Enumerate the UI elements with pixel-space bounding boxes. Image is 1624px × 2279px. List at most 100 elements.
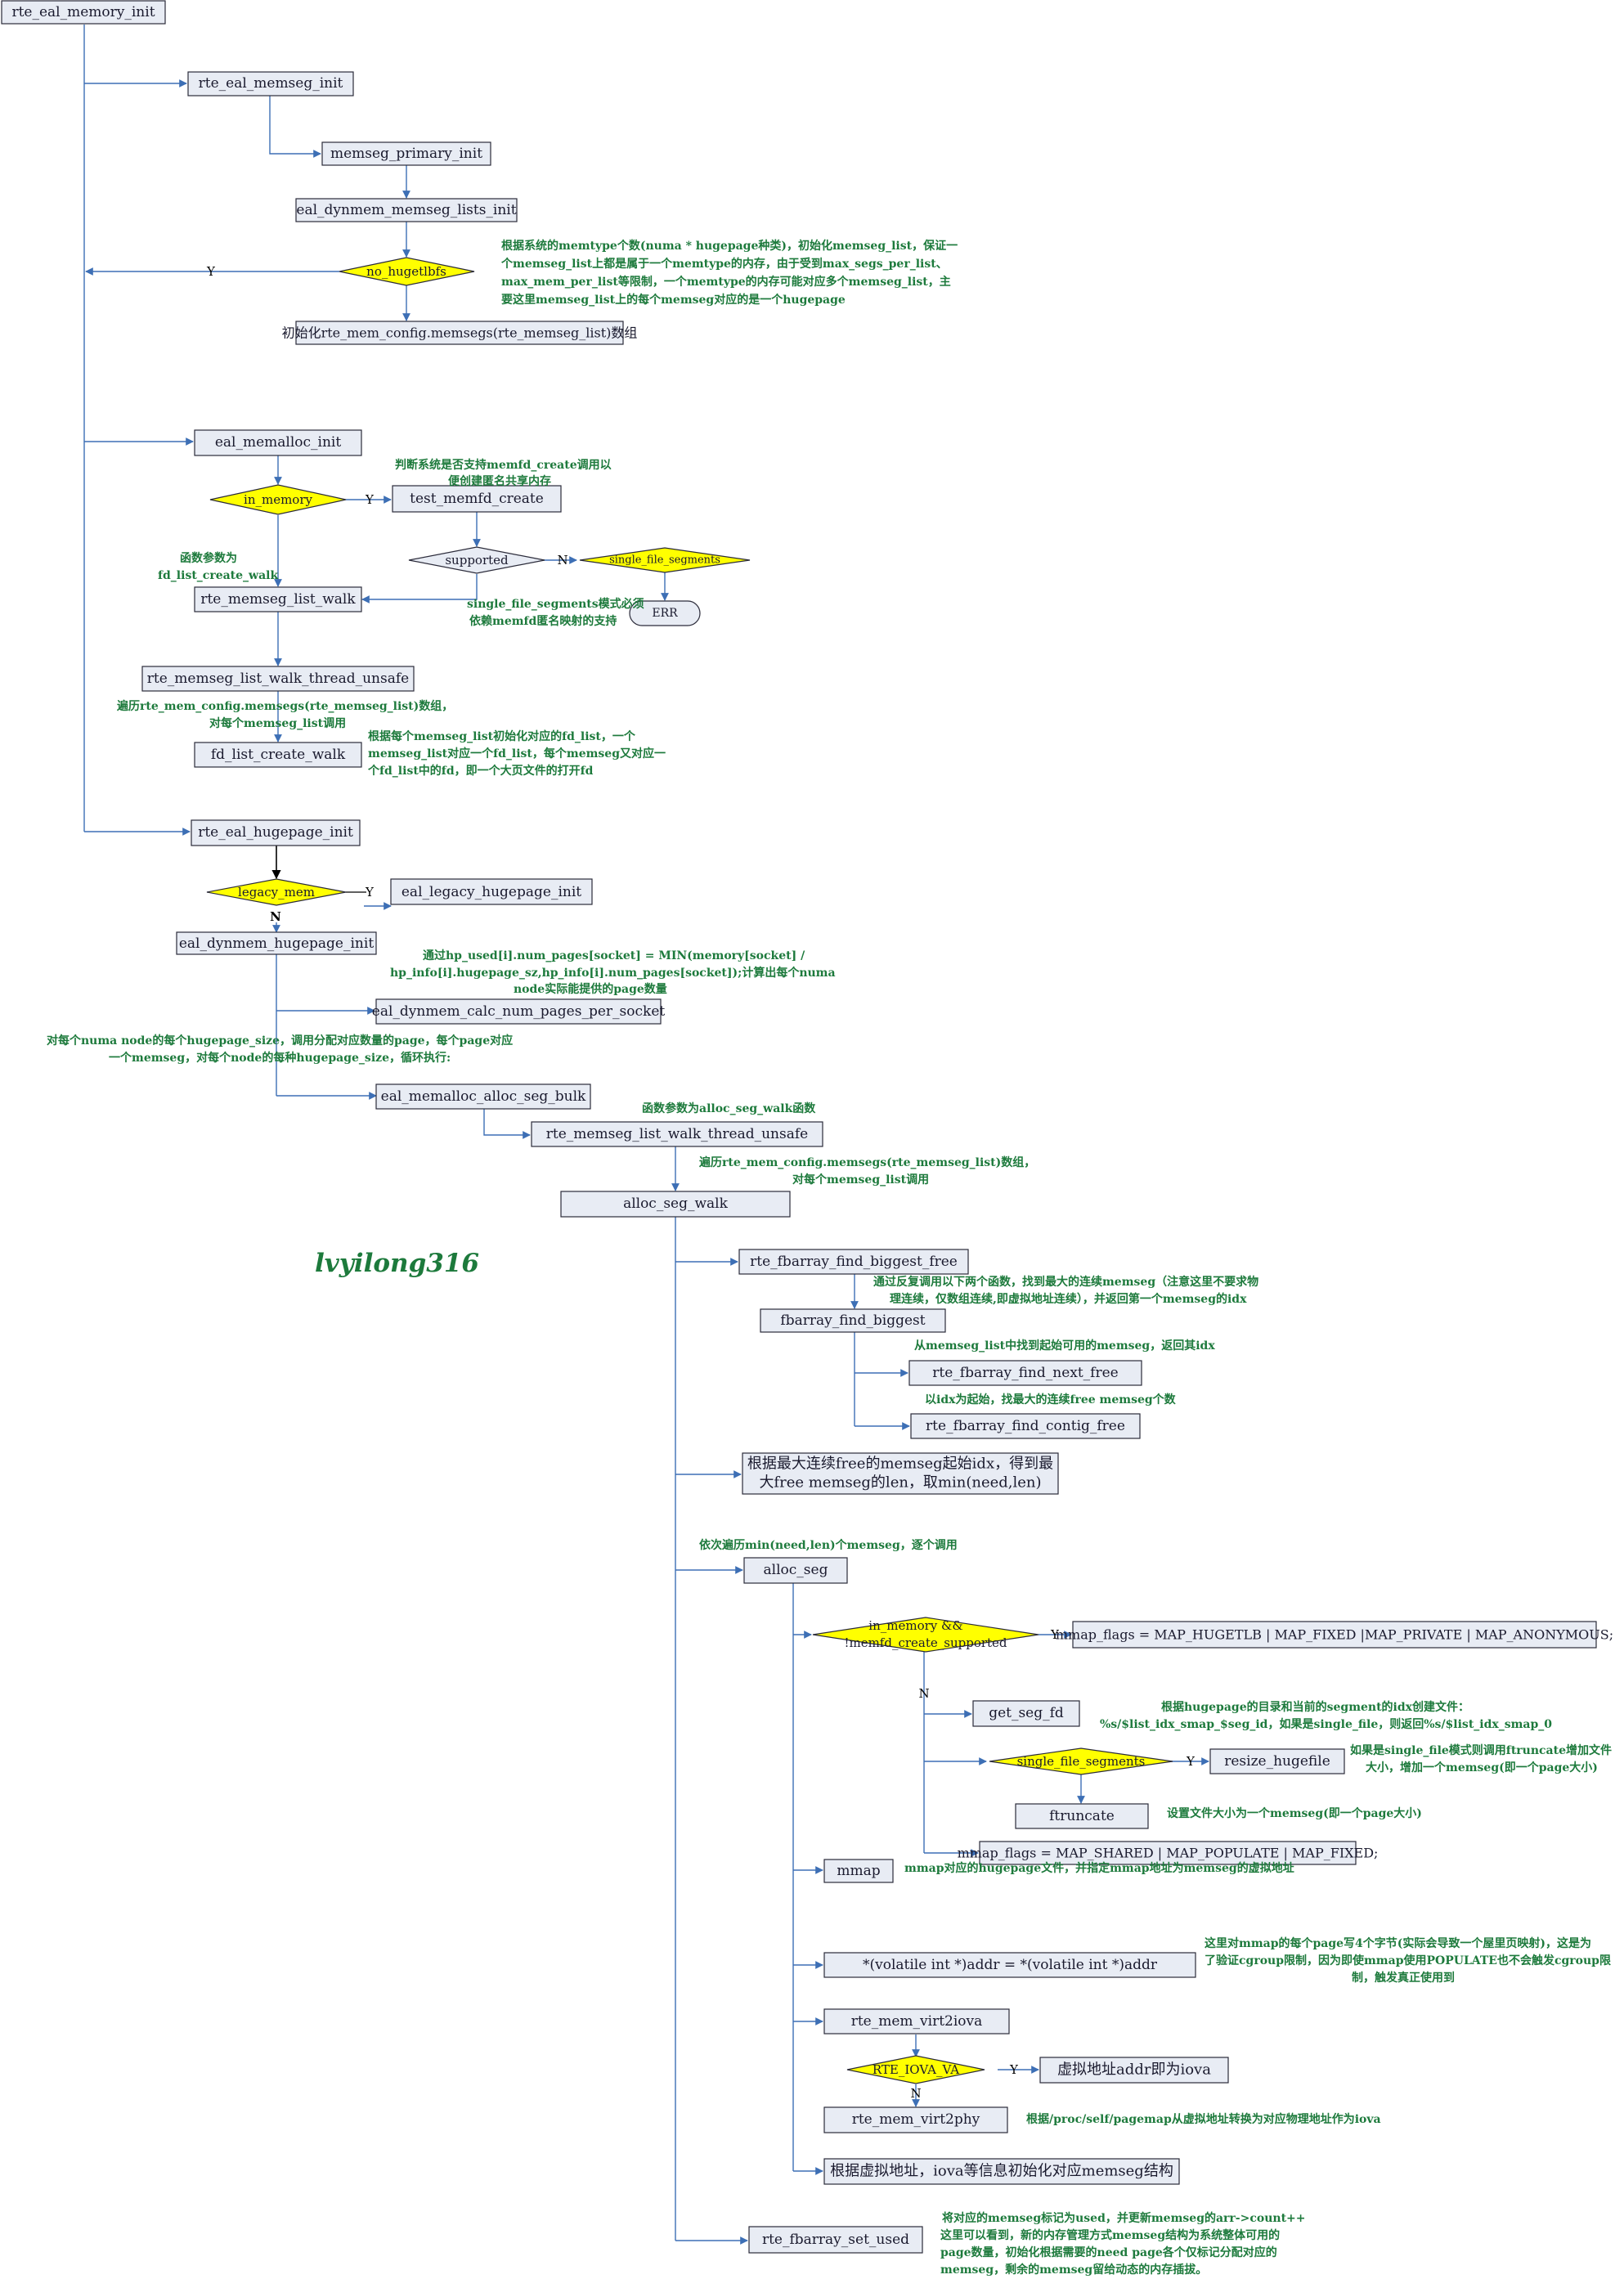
note-hp-used-2: hp_info[i].hugepage_sz,hp_info[i].num_pa… [390, 966, 836, 980]
note-set-used-4: memseg，剩余的memseg留给动态的内存插拔。 [940, 2263, 1207, 2277]
yn-memfd-n: N [918, 1686, 929, 1701]
note-fd-list-1: 根据每个memseg_list初始化对应的fd_list，一个 [368, 729, 636, 743]
box-fbarray-find-biggest: fbarray_find_biggest [780, 1312, 925, 1329]
yn-memfd-y: Y [1050, 1627, 1060, 1642]
notes: 根据系统的memtype个数(numa * hugepage种类)，初始化mem… [47, 239, 1612, 2277]
diamond-single-file-segments-2 [989, 1747, 1173, 1775]
box-ftruncate: ftruncate [1049, 1808, 1115, 1824]
note-memtype-3: max_mem_per_list等限制，一个memtype的内存可能对应多个me… [501, 275, 951, 289]
cond-no-hugetlbfs: no_hugetlbfs [366, 264, 446, 279]
note-resize-2: 大小，增加一个memseg(即一个page大小) [1366, 1761, 1598, 1774]
box-test-memfd-create: test_memfd_create [410, 491, 544, 507]
note-touch-1: 这里对mmap的每个page写4个字节(实际会导致一个屋里页映射)，这是为 [1205, 1936, 1591, 1950]
box-eal-memalloc-alloc-seg-bulk: eal_memalloc_alloc_seg_bulk [381, 1088, 586, 1105]
note-set-used-3: page数量，初始化根据需要的need page各个仅标记分配对应的 [940, 2245, 1277, 2259]
diamond-supported [408, 546, 545, 574]
cond-in-memory-memfd-2: !memfd_create_supported [844, 1635, 1007, 1650]
diamond-rte-iova-va [846, 2055, 985, 2084]
diamond-no-hugetlbfs [339, 257, 475, 286]
note-traverse-b-2: 对每个memseg_list调用 [792, 1173, 929, 1187]
author-signature: lvyilong316 [315, 1249, 479, 1278]
err-terminator [629, 600, 701, 626]
note-func-param-2: fd_list_create_walk [158, 569, 278, 582]
note-per-numa-1: 对每个numa node的每个hugepage_size，调用分配对应数量的pa… [47, 1034, 513, 1048]
note-next-free: 从memseg_list中找到起始可用的memseg，返回其idx [914, 1339, 1215, 1353]
note-touch-3: 制，触发真正使用到 [1352, 1971, 1455, 1985]
note-pagemap: 根据/proc/self/pagemap从虚拟地址转换为对应物理地址作为iova [1026, 2112, 1381, 2126]
note-per-numa-2: 一个memseg，对每个node的每种hugepage_size，循环执行: [109, 1051, 451, 1065]
box-rte-mem-virt2phy: rte_mem_virt2phy [852, 2111, 980, 2128]
diamond-legacy-mem [206, 878, 347, 906]
box-err: ERR [652, 607, 678, 620]
box-rte-eal-memory-init: rte_eal_memory_init [11, 4, 155, 20]
boxes [1, 0, 1597, 2254]
box-labels: rte_eal_memory_init rte_eal_memseg_init … [11, 4, 1613, 2248]
branch-labels: Y Y N Y N Y N Y Y N [206, 264, 1196, 2101]
box-eal-dynmem-memseg-lists-init: eal_dynmem_memseg_lists_init [296, 202, 516, 218]
box-rte-eal-memseg-init: rte_eal_memseg_init [199, 75, 343, 92]
cond-supported: supported [445, 553, 509, 568]
box-fd-list-create-walk: fd_list_create_walk [211, 747, 346, 763]
note-ftruncate: 设置文件大小为一个memseg(即一个page大小) [1167, 1806, 1422, 1820]
box-virt-addr-iova: 虚拟地址addr即为iova [1057, 2061, 1211, 2079]
box-alloc-seg: alloc_seg [764, 1562, 828, 1578]
box-rte-memseg-list-walk: rte_memseg_list_walk [200, 591, 356, 608]
box-rte-mem-virt2iova: rte_mem_virt2iova [851, 2013, 983, 2030]
note-memfd-check-1: 判断系统是否支持memfd_create调用以 [395, 458, 612, 472]
box-max-contig-line1: 根据最大连续free的memseg起始idx，得到最 [747, 1456, 1053, 1473]
box-mmap-flags-1: mmap_flags = MAP_HUGETLB | MAP_FIXED |MA… [1056, 1627, 1613, 1643]
yn-no-hugetlbfs-y: Y [206, 264, 216, 279]
box-eal-memalloc-init: eal_memalloc_init [215, 434, 342, 451]
note-memtype-1: 根据系统的memtype个数(numa * hugepage种类)，初始化mem… [501, 239, 958, 253]
box-init-memsegs: 初始化rte_mem_config.memsegs(rte_memseg_lis… [282, 325, 638, 341]
box-resize-hugefile: resize_hugefile [1224, 1753, 1330, 1770]
note-touch-2: 了验证cgroup限制，因为即使mmap使用POPULATE也不会触发cgrou… [1205, 1954, 1611, 1967]
box-mmap: mmap [837, 1863, 880, 1879]
note-mmap: mmap对应的hugepage文件，并指定mmap地址为memseg的虚拟地址 [904, 1861, 1294, 1875]
yn-iova-n: N [910, 2086, 921, 2101]
box-init-memseg-struct: 根据虚拟地址，iova等信息初始化对应memseg结构 [830, 2163, 1173, 2180]
box-rte-memseg-list-walk-thread-unsafe: rte_memseg_list_walk_thread_unsafe [147, 671, 409, 687]
diamond-in-memory-memfd [812, 1617, 1039, 1653]
note-traverse-2: 对每个memseg_list调用 [209, 716, 346, 730]
decisions [206, 257, 1173, 2084]
box-rte-eal-hugepage-init: rte_eal_hugepage_init [198, 824, 353, 841]
yn-in-memory-y: Y [365, 492, 375, 507]
note-func-param-1: 函数参数为 [180, 551, 237, 565]
note-single-file-1: single_file_segments模式必须 [467, 597, 644, 611]
note-alloc-param: 函数参数为alloc_seg_walk函数 [642, 1101, 816, 1115]
box-volatile-addr: *(volatile int *)addr = *(volatile int *… [863, 1957, 1158, 1973]
box-eal-dynmem-hugepage-init: eal_dynmem_hugepage_init [179, 935, 374, 952]
box-get-seg-fd: get_seg_fd [989, 1705, 1064, 1721]
box-rte-memseg-list-walk-thread-unsafe-2: rte_memseg_list_walk_thread_unsafe [546, 1126, 808, 1142]
note-iterate: 依次遍历min(need,len)个memseg，逐个调用 [699, 1538, 958, 1552]
condition-labels: no_hugetlbfs in_memory supported single_… [238, 264, 1145, 2077]
note-memtype-4: 要这里memseg_list上的每个memseg对应的是一个hugepage [501, 293, 846, 307]
yn-legacy-y: Y [365, 885, 375, 899]
note-fd-list-2: memseg_list对应一个fd_list，每个memseg又对应一 [368, 747, 666, 760]
box-rte-fbarray-find-contig-free: rte_fbarray_find_contig_free [926, 1418, 1125, 1434]
cond-single-file-segments-2: single_file_segments [1017, 1754, 1146, 1769]
note-set-used-2: 这里可以看到，新的内存管理方式memseg结构为系统整体可用的 [940, 2228, 1280, 2242]
box-alloc-seg-walk: alloc_seg_walk [623, 1196, 729, 1212]
cond-single-file-segments: single_file_segments [609, 554, 720, 567]
note-traverse-1: 遍历rte_mem_config.memsegs(rte_memseg_list… [116, 699, 453, 713]
note-fd-list-3: 个fd_list中的fd，即一个大页文件的打开fd [367, 764, 594, 778]
cond-legacy-mem: legacy_mem [238, 885, 315, 899]
cond-in-memory-memfd-1: in_memory && [868, 1618, 962, 1633]
note-memtype-2: 个memseg_list上都是属于一个memtype的内存，由于受到max_se… [500, 257, 948, 271]
note-hp-used-1: 通过hp_used[i].num_pages[socket] = MIN(mem… [423, 949, 805, 962]
note-seg-fd-1: 根据hugepage的目录和当前的segment的idx创建文件： [1161, 1700, 1469, 1714]
note-seg-fd-2: %s/$list_idx_smap_$seg_id，如果是single_file… [1100, 1717, 1552, 1731]
cond-in-memory: in_memory [244, 492, 312, 507]
connectors [83, 25, 1209, 2245]
yn-single-file-2-y: Y [1186, 1754, 1196, 1769]
box-eal-dynmem-calc-num-pages: eal_dynmem_calc_num_pages_per_socket [372, 1003, 666, 1020]
yn-iova-y: Y [1009, 2062, 1019, 2077]
box-rte-fbarray-find-biggest-free: rte_fbarray_find_biggest_free [750, 1254, 958, 1270]
box-mmap-flags-2: mmap_flags = MAP_SHARED | MAP_POPULATE |… [958, 1846, 1379, 1861]
note-resize-1: 如果是single_file模式则调用ftruncate增加文件 [1350, 1743, 1612, 1757]
note-set-used-1: 将对应的memseg标记为used，并更新memseg的arr->count++ [942, 2211, 1306, 2225]
diamond-single-file-segments [579, 547, 751, 573]
